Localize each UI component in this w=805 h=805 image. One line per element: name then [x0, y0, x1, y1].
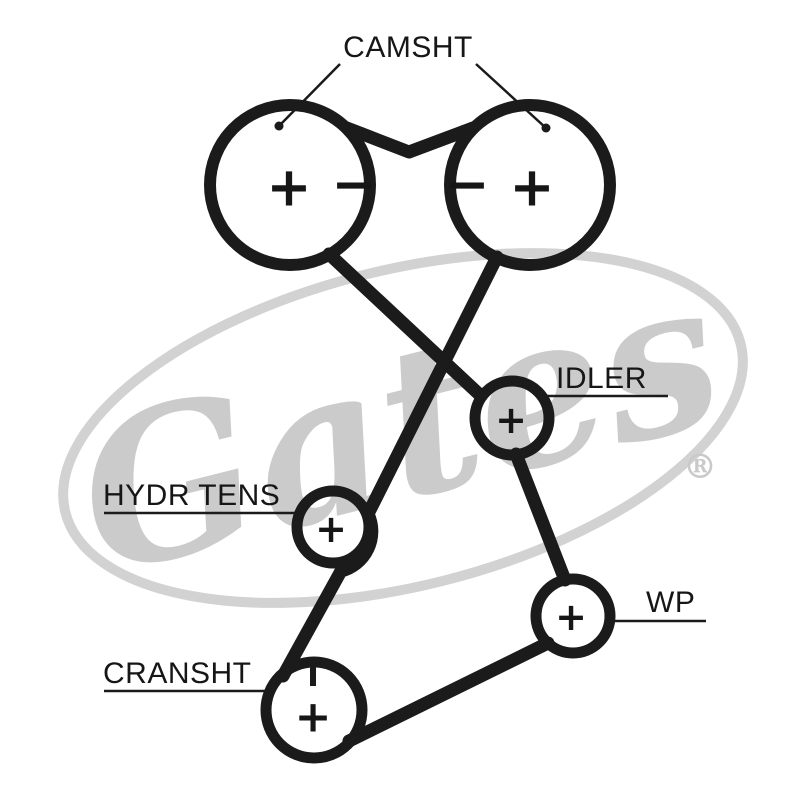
cam-left-minus-mark: − [331, 153, 376, 216]
hydraulic-tensioner-label: HYDR TENS [103, 479, 280, 512]
camshaft-leader-left [278, 63, 341, 127]
pulleys [204, 99, 616, 764]
camshaft-left-dot [274, 121, 284, 131]
camshaft-leader-right [475, 63, 547, 129]
water-pump-pulley [530, 573, 616, 659]
cam-right-minus-mark: − [444, 153, 489, 216]
water-pump-label: WP [646, 586, 695, 619]
crankshaft-label: CRANSHT [103, 657, 252, 690]
hydraulic-tensioner-pulley [291, 485, 375, 569]
idler-label: IDLER [556, 362, 647, 395]
leader-lines [104, 63, 706, 693]
idler-plus-mark: + [495, 398, 527, 442]
water-pump-plus-mark: + [555, 595, 587, 639]
leader-dots [274, 121, 551, 133]
idler-pulley [469, 375, 555, 461]
crankshaft-pulley [260, 656, 368, 764]
watermark-ellipse [58, 248, 748, 608]
part-labels: CAMSHT IDLER HYDR TENS WP CRANSHT [103, 31, 695, 690]
belt-span-between-camshafts [340, 121, 480, 159]
belt-span-crankshaft-to-waterpump [342, 636, 555, 748]
camshaft-label: CAMSHT [343, 31, 473, 64]
tensioner-plus-mark: + [315, 507, 347, 551]
alignment-marks: + − − + + + + + [266, 153, 587, 743]
watermark-brand-text: Gates [56, 232, 743, 622]
belt-span-idler-to-waterpump [509, 447, 572, 587]
camshaft-pulley-right [444, 99, 616, 271]
belt-span-camshaft-to-idler [322, 247, 488, 403]
crankshaft-plus-mark: + [295, 692, 332, 743]
cam-right-plus-mark: + [509, 156, 554, 219]
cam-left-plus-mark: + [266, 156, 311, 219]
watermark-registered-mark: ® [683, 447, 717, 487]
camshaft-right-dot [541, 123, 551, 133]
camshaft-pulley-left [204, 99, 376, 271]
